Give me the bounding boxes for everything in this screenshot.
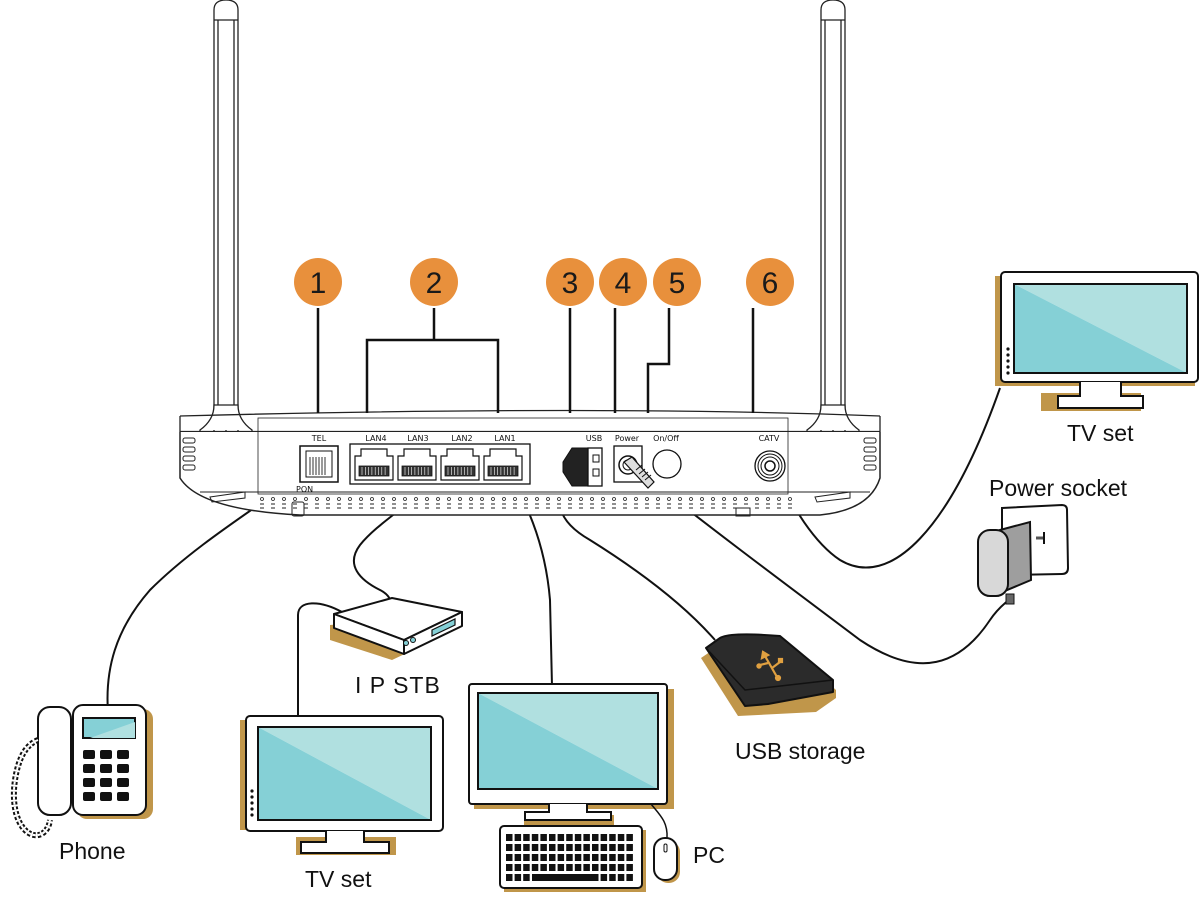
callout-badge-2: 2	[410, 258, 458, 306]
callout-circle	[653, 258, 701, 306]
on-off-button[interactable]	[652, 449, 682, 479]
port-catv[interactable]	[754, 450, 786, 482]
lan-port-group	[349, 443, 531, 485]
tv-set-right	[995, 271, 1199, 411]
callout-badge-1: 1	[294, 258, 342, 306]
label-pc: PC	[693, 842, 725, 868]
callout-number: 4	[615, 267, 632, 300]
port-lan4[interactable]	[354, 448, 394, 481]
port-lan3[interactable]	[397, 448, 437, 481]
port-tel[interactable]	[299, 445, 339, 483]
label-usb-storage: USB storage	[735, 738, 866, 764]
port-label-lan2: LAN2	[451, 434, 472, 443]
port-label-lan3: LAN3	[407, 434, 428, 443]
callout-circle	[294, 258, 342, 306]
phone-device	[10, 704, 153, 839]
label-tv-set-bottom: TV set	[305, 866, 372, 892]
callout-number: 1	[310, 267, 327, 300]
label-ip-stb: I P STB	[355, 672, 441, 698]
label-phone: Phone	[59, 838, 126, 864]
callout-badge-6: 6	[746, 258, 794, 306]
port-label-catv: CATV	[759, 434, 780, 443]
callout-circle	[599, 258, 647, 306]
port-label-onoff: On/Off	[653, 434, 679, 443]
port-lan2[interactable]	[440, 448, 480, 481]
callout-circle	[410, 258, 458, 306]
usb-storage-device	[701, 633, 836, 716]
pc-device	[468, 683, 680, 892]
power-adapter	[977, 503, 1070, 605]
port-labels: TEL PON LAN4 LAN3 LAN2 LAN1 USB Power On…	[296, 434, 780, 494]
callout-circle	[546, 258, 594, 306]
callout-badge-3: 3	[546, 258, 594, 306]
callout-badge-4: 4	[599, 258, 647, 306]
callout-number: 2	[426, 267, 443, 300]
callout-number: 6	[762, 267, 779, 300]
callout-badge-5: 5	[653, 258, 701, 306]
port-label-power: Power	[615, 434, 640, 443]
port-usb[interactable]	[562, 447, 603, 487]
cable-power	[639, 471, 1011, 665]
tv-set-bottom	[240, 715, 444, 855]
callout-circle	[746, 258, 794, 306]
port-label-tel: TEL	[311, 434, 327, 443]
port-power[interactable]	[613, 445, 655, 489]
callout-number: 3	[562, 267, 579, 300]
port-label-usb: USB	[586, 434, 602, 443]
label-tv-set-right: TV set	[1067, 420, 1134, 446]
label-power-socket: Power socket	[989, 475, 1128, 501]
ip-stb-device	[330, 597, 463, 660]
callout-number: 5	[669, 267, 686, 300]
cable-stb-tv	[297, 602, 343, 716]
port-lan1[interactable]	[483, 448, 523, 481]
usb-symbol-icon	[756, 650, 784, 682]
port-label-lan4: LAN4	[365, 434, 386, 443]
callout-leaders	[316, 308, 755, 413]
antenna-right	[806, 0, 860, 486]
port-label-pon: PON	[296, 485, 313, 494]
antenna-left	[199, 0, 253, 486]
port-label-lan1: LAN1	[494, 434, 515, 443]
